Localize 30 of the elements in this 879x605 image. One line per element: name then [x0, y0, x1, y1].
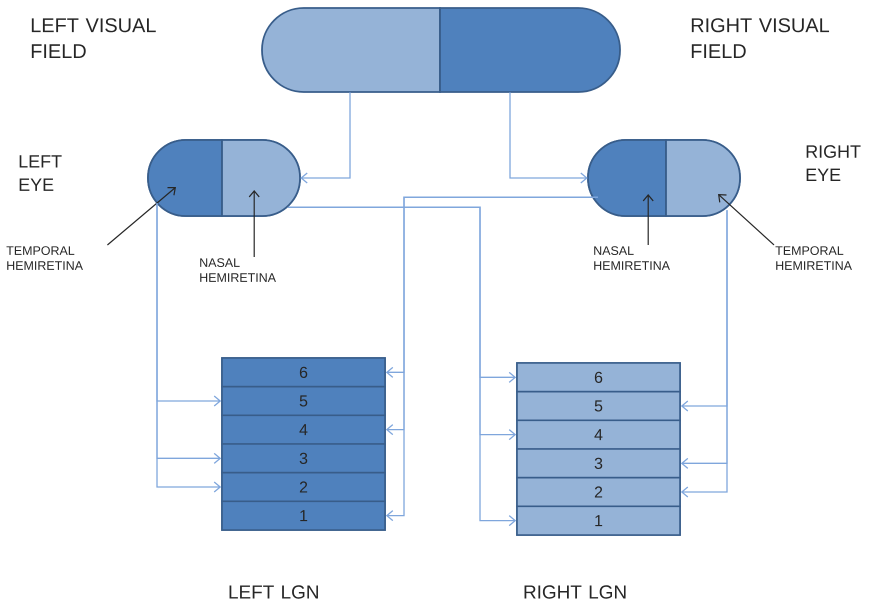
layer-row: 2 [221, 472, 386, 502]
layer-row: 3 [516, 448, 681, 478]
layer-row: 1 [221, 500, 386, 531]
layer-row: 1 [516, 506, 681, 536]
side-label: RIGHT EYE [806, 145, 861, 182]
side-label: LEFT EYE [20, 155, 62, 191]
layer-row: 4 [221, 414, 386, 445]
layer-row: 6 [221, 357, 386, 388]
side-label: LEFT LGN [230, 585, 318, 599]
field-half [261, 7, 441, 93]
side-label: LEFT VISUAL FIELD [32, 18, 156, 58]
hemiretina-label: TEMPORAL HEMIRETINA [775, 246, 852, 270]
layer-row: 5 [221, 386, 386, 416]
side-label: RIGHT VISUAL FIELD [692, 18, 830, 58]
connector-arrow [300, 92, 351, 184]
leader-arrow [107, 187, 176, 246]
connector-arrow [386, 196, 598, 522]
hemiretina-label: TEMPORAL HEMIRETINA [6, 246, 83, 270]
layer-row: 3 [221, 443, 386, 474]
hemiretina-label: NASAL HEMIRETINA [200, 258, 276, 282]
layer-row: 2 [516, 476, 681, 508]
connector-arrow [509, 92, 588, 184]
leader-arrow [718, 194, 774, 246]
hemiretina-label: NASAL HEMIRETINA [594, 246, 670, 270]
layer-row: 5 [516, 390, 681, 422]
layer-row: 4 [516, 420, 681, 450]
connector-arrow [288, 206, 516, 526]
field-half [439, 7, 621, 93]
side-label: RIGHT LGN [524, 585, 626, 599]
layer-row: 6 [516, 362, 681, 392]
